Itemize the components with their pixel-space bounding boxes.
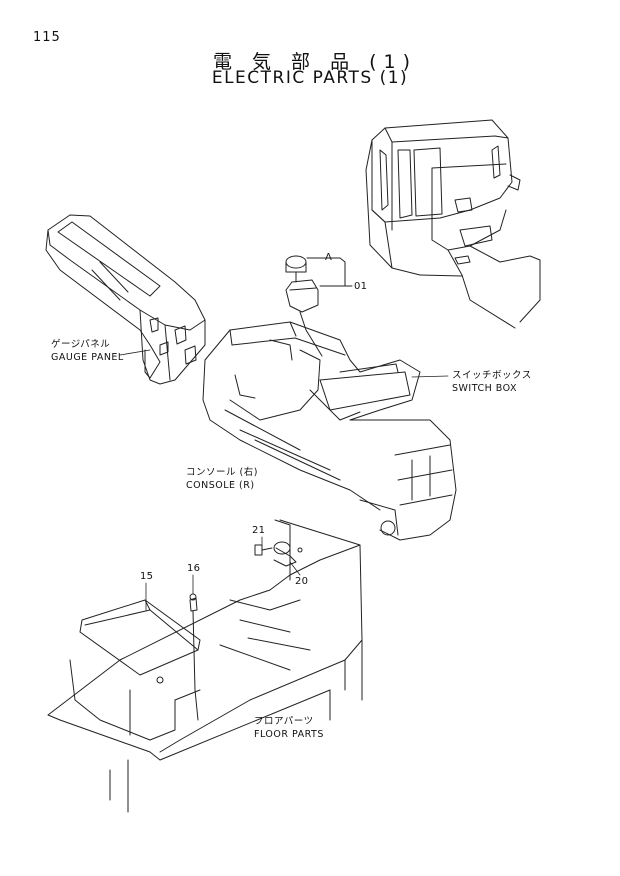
console-illustration [203, 322, 456, 540]
gauge-panel-illustration [46, 215, 205, 384]
callout-21: 21 [252, 525, 266, 536]
gauge-panel-label-jp: ゲージパネル [51, 339, 111, 350]
leader-lines [120, 350, 448, 610]
floor-parts-label-jp: フロアパーツ [254, 716, 314, 727]
switch-box-label-en: SWITCH BOX [452, 383, 517, 394]
callout-a: A [325, 252, 333, 263]
callout-16: 16 [187, 563, 201, 574]
floor-parts-illustration [48, 520, 362, 812]
page-title-japanese: 電 気 部 品 (1) [212, 51, 418, 73]
switch-box-label-jp: スイッチボックス [452, 370, 532, 381]
cab-illustration [366, 120, 540, 328]
page-title-english: ELECTRIC PARTS (1) [211, 68, 409, 88]
callout-01: 01 [354, 281, 368, 292]
console-label-jp: コンソール (右) [186, 467, 258, 478]
callout-20: 20 [295, 576, 309, 587]
console-label-en: CONSOLE (R) [186, 480, 255, 491]
page-number: 115 [33, 30, 61, 45]
key-switch-illustration [286, 256, 352, 356]
gauge-panel-label-en: GAUGE PANEL [51, 352, 124, 363]
floor-parts-label-en: FLOOR PARTS [254, 729, 324, 740]
callout-15: 15 [140, 571, 154, 582]
